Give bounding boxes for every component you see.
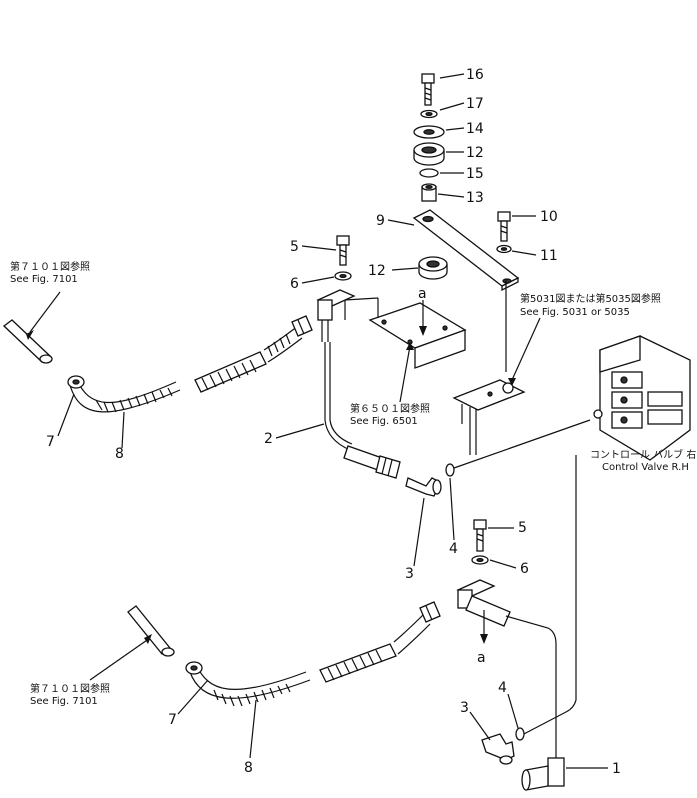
clamp-bottom-icon xyxy=(456,579,511,627)
callout-7-bottom: 7 xyxy=(168,712,177,728)
callout-7-top: 7 xyxy=(46,434,55,450)
ref-6501-jp: 第６５０１図参照 xyxy=(350,402,430,415)
ref-7101-bottom-en: See Fig. 7101 xyxy=(30,696,98,707)
plate-9-icon xyxy=(412,209,520,292)
callout-4-bottom: 4 xyxy=(498,680,507,696)
callout-3-bottom: 3 xyxy=(460,700,469,716)
marker-a-top: a xyxy=(418,286,427,302)
washer-17-icon xyxy=(420,109,438,119)
washer-6-top-icon xyxy=(334,271,352,281)
callout-3-top: 3 xyxy=(405,566,414,582)
callout-5-top: 5 xyxy=(290,239,299,255)
bearing-12-bottom-icon xyxy=(418,256,448,280)
callout-8-bottom: 8 xyxy=(244,760,253,776)
arrow-a-top-head xyxy=(419,326,427,336)
leader-7101-top xyxy=(29,291,61,333)
callout-2: 2 xyxy=(264,431,273,447)
fitting-2-icon xyxy=(343,445,401,479)
marker-a-bottom: a xyxy=(477,650,486,666)
tube-valve-return xyxy=(519,455,577,737)
o-ring-4-top-icon xyxy=(445,463,455,477)
callout-12-top: 12 xyxy=(466,145,484,161)
tube-2 xyxy=(324,342,351,451)
callout-10: 10 xyxy=(540,209,558,225)
bolt-5-top-icon xyxy=(336,235,350,266)
ref-7101-bottom-jp: 第７１０１図参照 xyxy=(30,682,110,695)
tube-1 xyxy=(505,615,557,760)
callout-12-bottom: 12 xyxy=(368,263,386,279)
hose-8-top-icon xyxy=(67,315,313,413)
callout-6-bottom: 6 xyxy=(520,561,529,577)
ref-control-valve-jp: コントロール バルブ 右 xyxy=(590,448,696,461)
callout-11: 11 xyxy=(540,248,558,264)
fitting-1-icon xyxy=(521,757,565,791)
callout-4-top: 4 xyxy=(449,541,458,557)
callout-16: 16 xyxy=(466,67,484,83)
callout-9: 9 xyxy=(376,213,385,229)
callout-15: 15 xyxy=(466,166,484,182)
bolt-16-icon xyxy=(421,73,435,106)
ref-5031-en: See Fig. 5031 or 5035 xyxy=(520,307,630,318)
washer-11-icon xyxy=(496,244,512,254)
callout-13: 13 xyxy=(466,190,484,206)
callout-17: 17 xyxy=(466,96,484,112)
callout-6-top: 6 xyxy=(290,276,299,292)
control-valve-icon xyxy=(593,335,691,461)
o-ring-15-icon xyxy=(419,168,439,178)
ref-7101-top-jp: 第７１０１図参照 xyxy=(10,260,90,273)
collar-13-icon xyxy=(421,183,437,202)
leader-7101-bottom xyxy=(89,637,151,681)
ref-5031-jp: 第5031図または第5035図参照 xyxy=(520,292,661,305)
leader-o-ring-valve xyxy=(453,419,591,469)
ref-control-valve-en: Control Valve R.H xyxy=(602,462,689,473)
ref-6501-en: See Fig. 6501 xyxy=(350,416,418,427)
washer-14-icon xyxy=(413,125,445,139)
bolt-10-icon xyxy=(497,211,511,242)
o-ring-4-bottom-icon xyxy=(515,727,525,741)
bracket-6501-icon xyxy=(344,297,467,369)
elbow-3-top-icon xyxy=(405,477,442,497)
callout-5-bottom: 5 xyxy=(518,520,527,536)
callout-8-top: 8 xyxy=(115,446,124,462)
hose-8-bottom-icon xyxy=(185,601,441,707)
tube-7101-top-icon xyxy=(2,319,53,364)
callout-1: 1 xyxy=(612,761,621,777)
ref-7101-top-en: See Fig. 7101 xyxy=(10,274,78,285)
bracket-5031-icon xyxy=(452,379,526,455)
leader-lines xyxy=(57,73,608,769)
tube-7101-bottom-icon xyxy=(127,605,175,657)
elbow-3-bottom-icon xyxy=(481,733,515,765)
callout-14: 14 xyxy=(466,121,484,137)
washer-6-bottom-icon xyxy=(471,555,489,565)
bearing-12-top-icon xyxy=(413,142,445,166)
clamp-top-icon xyxy=(316,289,356,342)
bolt-5-bottom-icon xyxy=(473,519,487,552)
